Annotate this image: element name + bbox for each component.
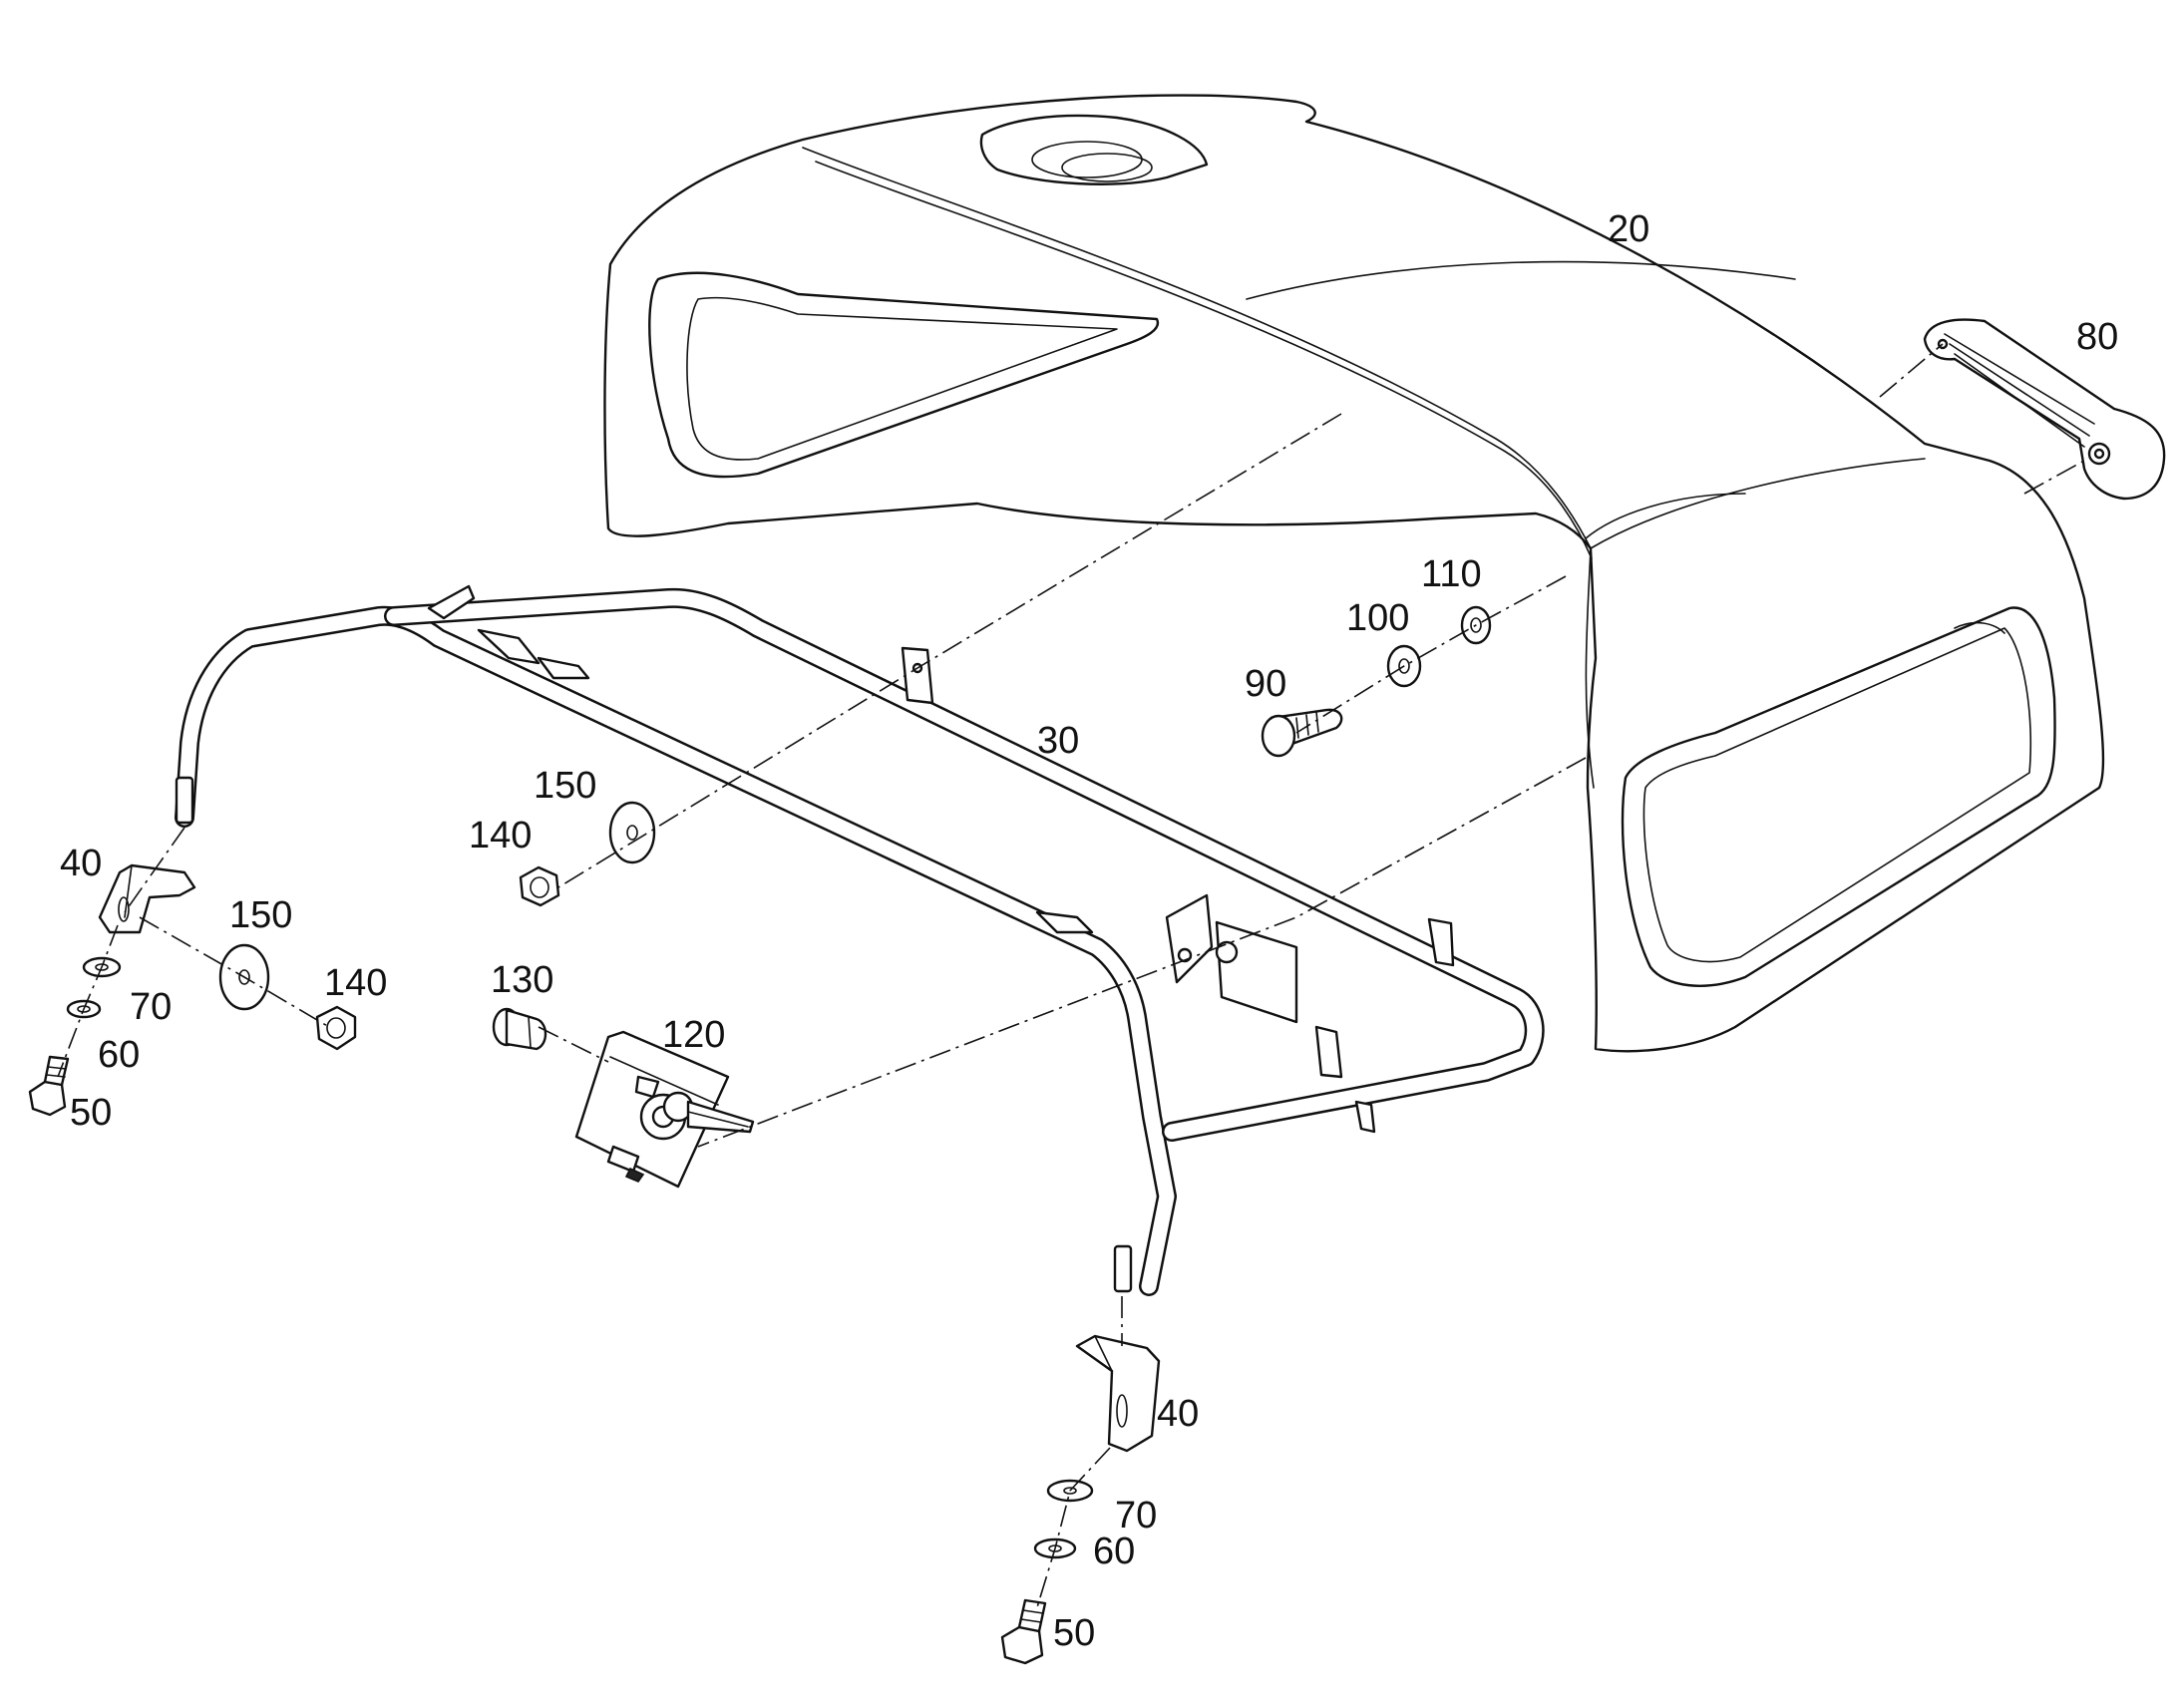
- callout-140-upper: 140: [469, 815, 532, 856]
- callout-150-lower: 150: [229, 894, 292, 936]
- callout-labels: 20 80 110 100 90 30 150 140 40 150 140 1…: [60, 208, 2118, 1654]
- callout-120: 120: [662, 1014, 725, 1056]
- callout-20: 20: [1608, 208, 1649, 250]
- callout-80: 80: [2076, 316, 2118, 358]
- callout-90: 90: [1245, 663, 1286, 705]
- callout-40-left: 40: [60, 843, 102, 884]
- bracket-120: [574, 1030, 755, 1189]
- callout-70-left: 70: [130, 986, 172, 1028]
- nut-140-upper: [519, 865, 560, 907]
- washer-150-upper: [608, 801, 656, 864]
- bracket-40-right: [1075, 1334, 1161, 1453]
- bracket-40-left: [98, 863, 196, 934]
- callout-30: 30: [1037, 720, 1079, 762]
- callout-60-left: 60: [98, 1034, 140, 1076]
- callout-110: 110: [1421, 553, 1482, 595]
- tube-frame: [175, 584, 1545, 1296]
- callout-70-right: 70: [1115, 1495, 1157, 1537]
- nut-140-lower: [315, 1005, 357, 1051]
- callout-100: 100: [1346, 597, 1409, 639]
- pin-130: [492, 1007, 547, 1051]
- roof-canopy: [603, 94, 2105, 1053]
- callout-60-right: 60: [1093, 1531, 1135, 1572]
- callout-50-left: 50: [70, 1092, 112, 1134]
- bolt-90: [1261, 708, 1343, 758]
- assembly-leader-lines: [57, 343, 2085, 1608]
- callout-140-lower: 140: [324, 962, 387, 1004]
- callout-50-right: 50: [1053, 1612, 1095, 1654]
- callout-40-right: 40: [1157, 1393, 1199, 1435]
- callout-150-upper: 150: [534, 765, 596, 807]
- bolt-50-right: [1000, 1598, 1047, 1665]
- callout-130: 130: [491, 959, 553, 1001]
